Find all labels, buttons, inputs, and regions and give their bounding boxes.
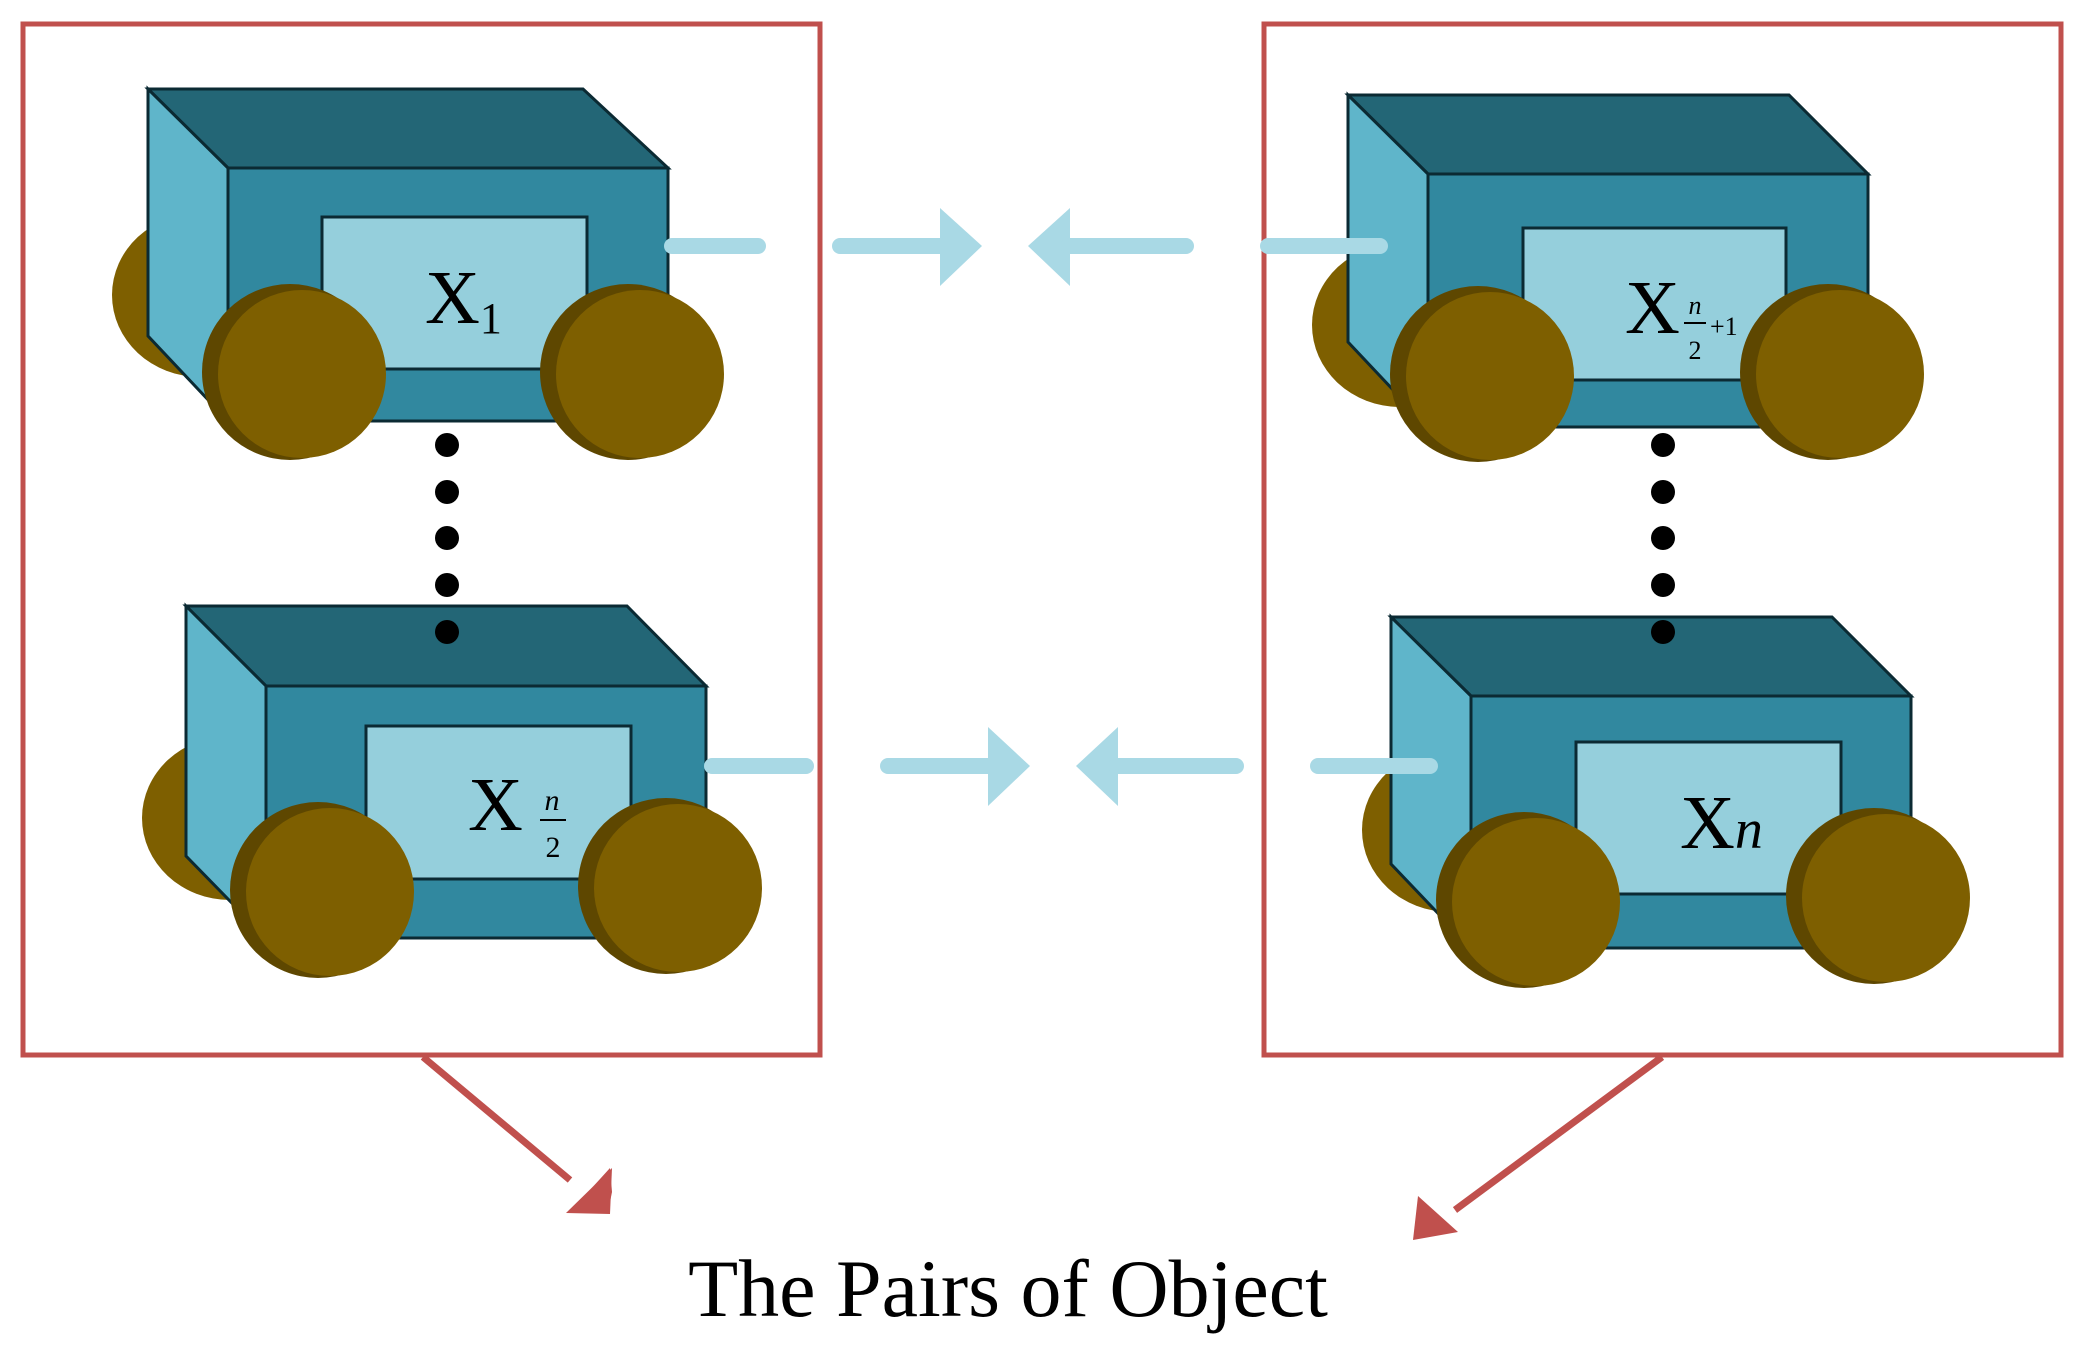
- bottom-connector-right-arrowhead: [988, 727, 1030, 806]
- left-pointer-line: [420, 1054, 573, 1183]
- cart-x-n-over-2-plus-1-front-right-wheel: [1756, 290, 1924, 458]
- ellipsis-dot: [435, 526, 459, 550]
- cart-x-n-over-2-plus-1-frac-num: n: [1689, 291, 1702, 320]
- cart-xn-top-face: [1387, 615, 1915, 698]
- right-pointer-line: [1452, 1054, 1665, 1213]
- left-ellipsis-dots: [435, 433, 459, 644]
- ellipsis-dot: [435, 620, 459, 644]
- ellipsis-dot: [435, 573, 459, 597]
- ellipsis-dot: [1651, 573, 1675, 597]
- left-group-frame: [20, 21, 823, 1058]
- cart-x-n-over-2-plus-1: X n 2 +1: [1312, 91, 1924, 462]
- right-pointer-head: [1413, 1196, 1458, 1240]
- top-connector-right-arrowhead: [940, 208, 982, 286]
- cart-x-n-over-2-plus-1-top-face: [1344, 93, 1872, 176]
- cart-x-n-over-2-front-left-wheel: [246, 808, 414, 976]
- ellipsis-dot: [1651, 526, 1675, 550]
- cart-x1: X1: [112, 85, 724, 460]
- ellipsis-dot: [1651, 480, 1675, 504]
- cart-xn-front-left-wheel: [1452, 818, 1620, 986]
- cart-x-n-over-2-plus-1-frac-den: 2: [1689, 336, 1702, 365]
- cart-x1-front-right-wheel: [556, 290, 724, 458]
- ellipsis-dot: [435, 480, 459, 504]
- caption-pointers: [420, 1054, 1665, 1240]
- left-pointer-head-fill: [566, 1168, 612, 1214]
- cart-x-n-over-2-plus-1-label-base: X: [1625, 266, 1680, 350]
- cart-xn-front-right-wheel: [1802, 814, 1970, 982]
- right-group-frame: [1261, 21, 2064, 1058]
- cart-x1-top-face: [144, 87, 672, 170]
- cart-x-n-over-2-frac-den: 2: [546, 831, 561, 864]
- cart-xn: Xn: [1362, 613, 1970, 988]
- bottom-connector: [704, 727, 1438, 806]
- ellipsis-dot: [435, 433, 459, 457]
- cart-x1-label: X1: [425, 256, 502, 343]
- top-connector-left-arrowhead: [1028, 208, 1070, 286]
- cart-x-n-over-2-top-face: [182, 604, 710, 688]
- cart-x-n-over-2-front-right-wheel: [594, 804, 762, 972]
- ellipsis-dot: [1651, 620, 1675, 644]
- top-connector: [664, 208, 1388, 286]
- cart-xn-label: Xn: [1680, 781, 1763, 865]
- cart-x-n-over-2: X n 2: [142, 602, 762, 978]
- cart-x-n-over-2-plus-1-sub-rest: +1: [1710, 312, 1738, 341]
- caption: The Pairs of Object: [688, 1243, 1328, 1334]
- cart-x1-front-left-wheel: [218, 290, 386, 458]
- cart-x-n-over-2-plus-1-front-left-wheel: [1406, 292, 1574, 460]
- cart-x-n-over-2-frac-num: n: [545, 784, 560, 817]
- ellipsis-dot: [1651, 433, 1675, 457]
- right-ellipsis-dots: [1651, 433, 1675, 644]
- cart-x-n-over-2-label-base: X: [468, 763, 523, 847]
- bottom-connector-left-arrowhead: [1076, 727, 1118, 806]
